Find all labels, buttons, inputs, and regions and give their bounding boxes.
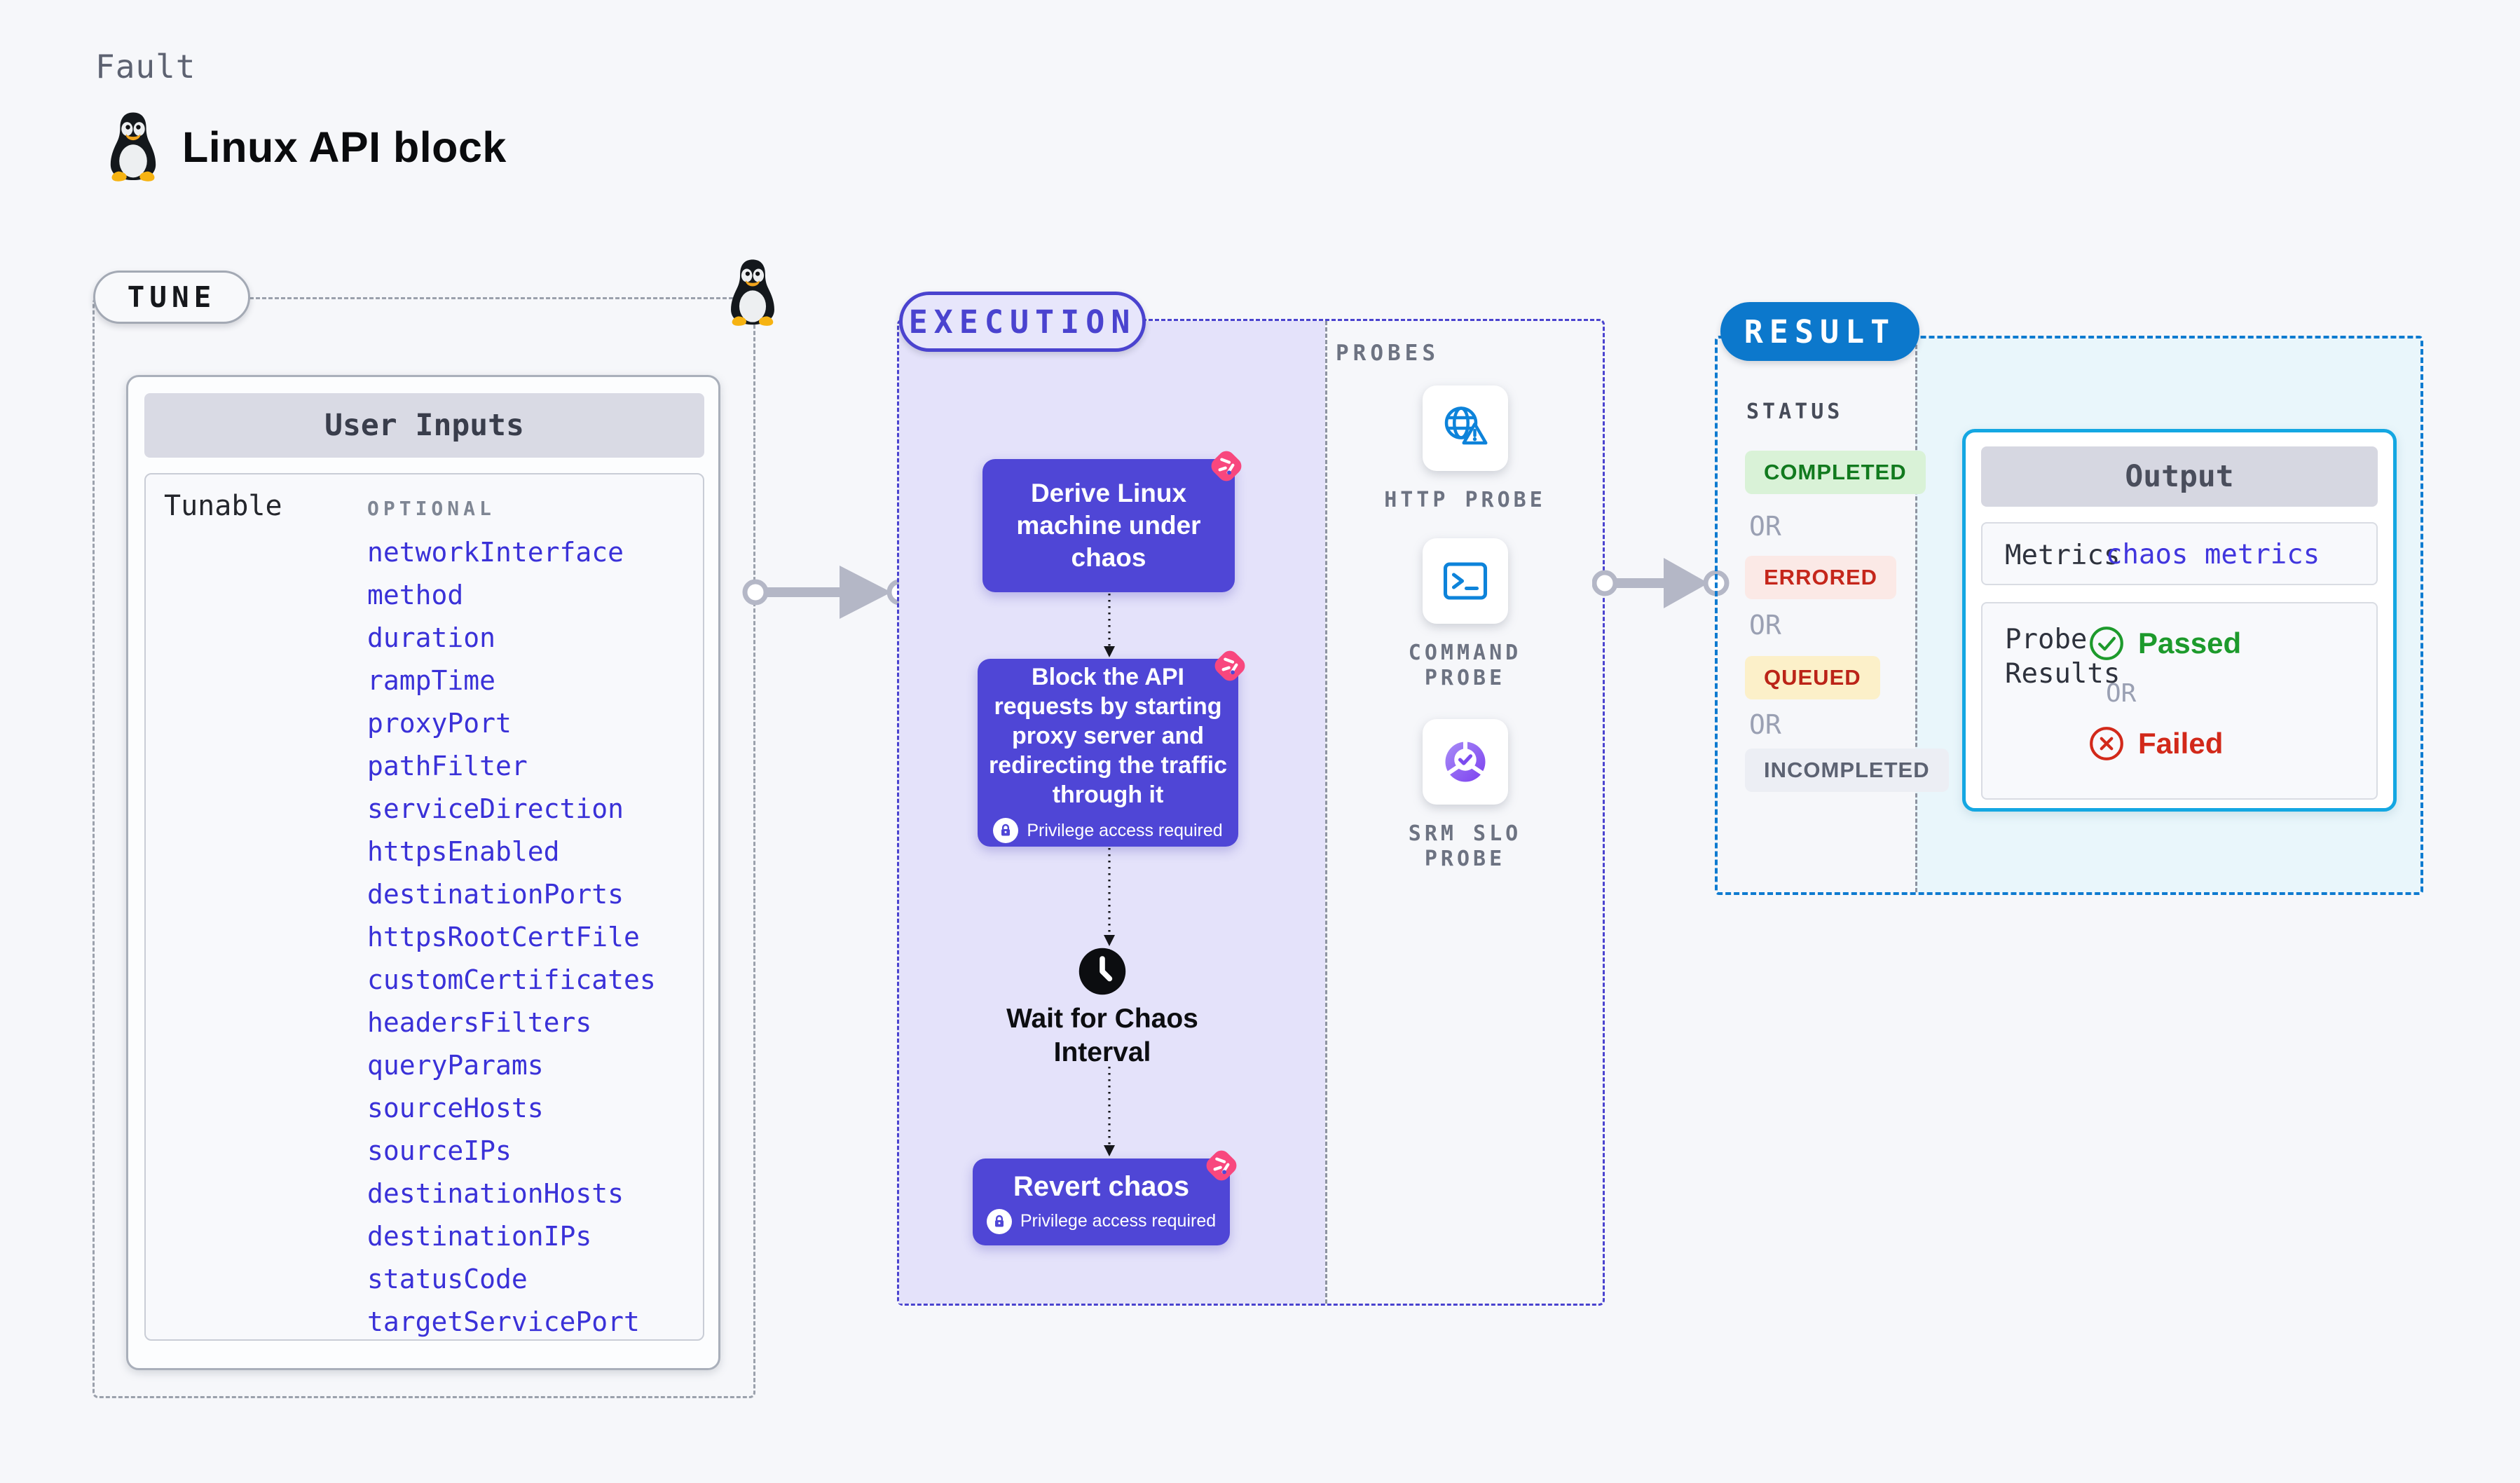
step-wait-interval: Wait for Chaos Interval — [1006, 1004, 1198, 1067]
probes-divider — [1325, 321, 1327, 1304]
passed-text: Passed — [2138, 627, 2242, 660]
status-badge-queued: QUEUED — [1745, 656, 1880, 699]
chaos-badge-icon — [1211, 451, 1242, 481]
flow-connector — [1104, 848, 1115, 946]
or-label: OR — [1749, 709, 1781, 740]
flow-connector — [1104, 1067, 1115, 1156]
privilege-text: Privilege access required — [1027, 820, 1223, 840]
lock-icon — [986, 1208, 1012, 1234]
probe-card — [1422, 538, 1508, 624]
status-label: STATUS — [1746, 399, 1844, 424]
param-link[interactable]: sourceHosts — [367, 1092, 544, 1123]
param-link[interactable]: destinationPorts — [367, 878, 624, 910]
probe-srm-slo: SRM SLO PROBE — [1325, 719, 1605, 872]
flow-connector — [1104, 594, 1115, 657]
param-link[interactable]: proxyPort — [367, 707, 512, 739]
probe-results-values: Passed OR Failed — [2088, 624, 2241, 763]
step-derive-machine: Derive Linux machine under chaos — [982, 451, 1242, 592]
optional-column-label: OPTIONAL — [367, 497, 495, 520]
probe-card — [1422, 719, 1508, 805]
param-link[interactable]: destinationIPs — [367, 1220, 592, 1252]
probes-label: PROBES — [1336, 341, 1439, 366]
step-text: Derive Linux machine under chaos — [1016, 479, 1201, 572]
status-badge-completed: COMPLETED — [1745, 451, 1926, 494]
param-link[interactable]: rampTime — [367, 664, 496, 696]
terminal-icon — [1443, 562, 1487, 600]
execution-to-result-arrow — [1592, 558, 1730, 608]
probe-result-passed: Passed — [2088, 624, 2241, 662]
step-revert-chaos: Revert chaos Privilege access required — [973, 1150, 1237, 1245]
param-link[interactable]: duration — [367, 622, 496, 653]
linux-penguin-icon — [110, 112, 156, 182]
chaos-badge-icon — [1206, 1150, 1237, 1181]
probe-name: HTTP PROBE — [1384, 488, 1546, 512]
probe-name: COMMAND PROBE — [1408, 641, 1522, 690]
probe-card — [1422, 385, 1508, 471]
param-list: networkInterface method duration rampTim… — [367, 531, 656, 1343]
fault-kicker: Fault — [95, 48, 196, 86]
x-circle-icon — [2090, 727, 2123, 760]
param-link[interactable]: headersFilters — [367, 1006, 592, 1038]
failed-text: Failed — [2138, 727, 2224, 760]
tune-penguin-icon — [731, 259, 774, 326]
user-inputs-card: User Inputs Tunable OPTIONAL networkInte… — [126, 375, 720, 1370]
check-circle-icon — [2090, 627, 2123, 660]
output-header: Output — [1981, 446, 2378, 507]
slo-donut-icon — [1444, 739, 1486, 782]
status-divider — [1915, 339, 1917, 892]
privilege-text: Privilege access required — [1020, 1211, 1217, 1231]
user-inputs-header: User Inputs — [144, 393, 704, 458]
probe-name: SRM SLO PROBE — [1408, 821, 1522, 871]
param-link[interactable]: pathFilter — [367, 750, 528, 781]
or-label: OR — [1749, 610, 1781, 641]
or-label: OR — [2106, 679, 2137, 708]
metrics-value[interactable]: chaos metrics — [2106, 539, 2320, 570]
step-text: Revert chaos — [1013, 1171, 1190, 1203]
page-title: Linux API block — [182, 123, 507, 171]
globe-alert-icon — [1444, 406, 1487, 445]
execution-label: EXECUTION — [899, 292, 1146, 352]
tunable-label: Tunable — [164, 490, 282, 522]
param-link[interactable]: serviceDirection — [367, 793, 624, 824]
tune-to-execution-arrow — [742, 566, 912, 619]
tune-label: TUNE — [93, 271, 250, 324]
privilege-note: Privilege access required — [986, 1208, 1217, 1234]
param-link[interactable]: customCertificates — [367, 964, 656, 995]
param-link[interactable]: networkInterface — [367, 536, 624, 568]
param-link[interactable]: httpsRootCertFile — [367, 921, 640, 952]
step-text: Block the API requests by starting proxy… — [988, 663, 1228, 809]
param-link[interactable]: method — [367, 579, 464, 610]
probe-results-label: Probe Results — [2005, 624, 2121, 690]
param-link[interactable]: destinationHosts — [367, 1177, 624, 1209]
probe-result-failed: Failed — [2088, 725, 2223, 763]
chaos-badge-icon — [1214, 650, 1245, 681]
param-link[interactable]: queryParams — [367, 1049, 544, 1081]
tune-section — [93, 297, 755, 1398]
status-badge-errored: ERRORED — [1745, 556, 1897, 599]
user-inputs-table: Tunable OPTIONAL networkInterface method… — [144, 473, 704, 1341]
lock-icon — [993, 818, 1019, 844]
probe-results-row: Probe Results Passed OR Failed — [1981, 602, 2378, 800]
page-title-row: Linux API block — [104, 111, 507, 184]
param-link[interactable]: sourceIPs — [367, 1135, 512, 1166]
privilege-note: Privilege access required — [993, 818, 1223, 844]
metrics-row: Metrics chaos metrics — [1981, 522, 2378, 585]
wait-clock-icon — [1078, 948, 1126, 995]
result-label: RESULT — [1720, 302, 1919, 361]
metrics-label: Metrics — [2005, 540, 2121, 571]
param-link[interactable]: statusCode — [367, 1263, 528, 1294]
param-link[interactable]: httpsEnabled — [367, 835, 560, 867]
step-block-api: Block the API requests by starting proxy… — [978, 650, 1245, 847]
or-label: OR — [1749, 511, 1781, 542]
output-card: Output Metrics chaos metrics Probe Resul… — [1962, 429, 2397, 812]
probe-command: COMMAND PROBE — [1325, 538, 1605, 691]
probe-http: HTTP PROBE — [1325, 385, 1605, 513]
status-badge-incompleted: INCOMPLETED — [1745, 749, 1949, 792]
param-link[interactable]: targetServicePort — [367, 1306, 640, 1337]
